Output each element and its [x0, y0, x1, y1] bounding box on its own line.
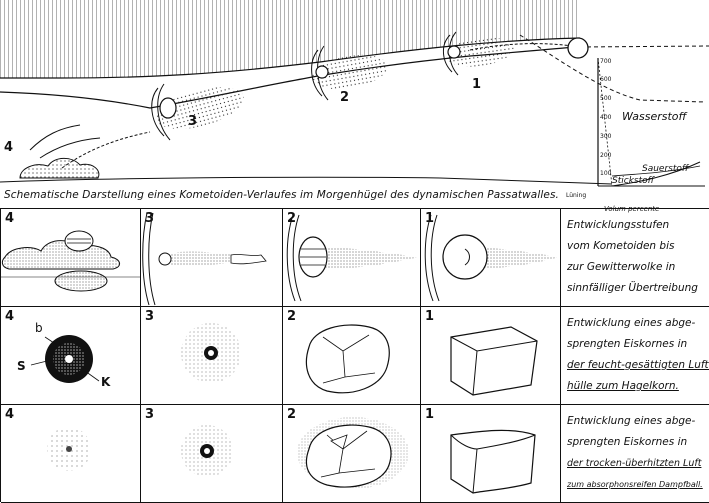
- figure-caption: Schematische Darstellung eines Kometoide…: [4, 189, 559, 201]
- row3-cell-3: 3: [141, 405, 283, 503]
- comet-trajectory-panel: 1 2 3 4 700 600 500 400 300 200 100 Wass…: [0, 0, 709, 188]
- row2-desc-line-2: sprengten Eiskornes in: [567, 338, 688, 350]
- row2-number-4: 4: [5, 309, 15, 324]
- nitrogen-label: Stickstoff: [612, 176, 655, 186]
- row1-desc-line-1: Entwicklungsstufen: [567, 219, 670, 231]
- axis-label: Volum percente: [604, 205, 660, 213]
- comet-stage-3-drawing: [142, 212, 271, 306]
- row2-desc-line-4: hülle zum Hagelkorn.: [567, 380, 679, 392]
- vapor-stage-4-drawing: [47, 427, 91, 471]
- row1-description-cell: Entwicklungsstufen vom Kometoiden bis zu…: [561, 209, 709, 307]
- row1-cell-2: 2: [283, 209, 421, 307]
- row2-description: Entwicklung eines abge- sprengten Eiskor…: [561, 307, 709, 397]
- vapor-stage-3-drawing: [181, 425, 233, 477]
- row2-cell-1: 1: [421, 307, 561, 405]
- upper-hatched-region: [0, 0, 580, 78]
- axis-tick-700: 700: [600, 58, 612, 65]
- row2-number-2: 2: [287, 309, 297, 324]
- comet-stage-2-drawing: [286, 214, 419, 302]
- hail-stage-2-drawing: [305, 324, 390, 394]
- row1-number-3: 3: [145, 211, 155, 226]
- comet-stage-2: [311, 45, 388, 101]
- row2-desc-line-3: der feucht-gesättigten Luft-: [567, 359, 709, 371]
- row3-desc-line-1: Entwicklung eines abge-: [567, 415, 696, 427]
- row1-cell-1: 1: [421, 209, 561, 307]
- row3-desc-line-4: zum absorphonsreifen Dampfball.: [567, 480, 703, 489]
- row3-number-1: 1: [425, 407, 435, 422]
- row1-desc-line-2: vom Kometoiden bis: [567, 240, 675, 252]
- row1-desc-line-3: zur Gewitterwolke in: [567, 261, 676, 273]
- hail-stage-1-drawing: [450, 326, 538, 396]
- row2-cell-4: 4 b S K: [1, 307, 141, 405]
- stage-label-3: 3: [188, 114, 198, 129]
- row1-description: Entwicklungsstufen vom Kometoiden bis zu…: [561, 209, 709, 299]
- comet-stage-3: [151, 83, 244, 141]
- row2-cell-3: 3: [141, 307, 283, 405]
- axis-tick-400: 400: [600, 114, 612, 121]
- row1-number-4: 4: [5, 211, 15, 226]
- row1-desc-line-4: sinnfälliger Übertreibung: [567, 282, 698, 294]
- sun-circle: [567, 37, 589, 59]
- row1-cell-3: 3: [141, 209, 283, 307]
- comet-stage-1-drawing: [424, 214, 559, 302]
- row2-cell-2: 2: [283, 307, 421, 405]
- vapor-stage-2-drawing: [297, 417, 409, 489]
- stage-grid: 4 3 2 1: [0, 208, 709, 503]
- stage-label-2: 2: [340, 90, 350, 105]
- hail-stage-3-drawing: [181, 323, 241, 383]
- row3-desc-line-2: sprengten Eiskornes in: [567, 436, 688, 448]
- label-s: S: [17, 359, 26, 373]
- axis-tick-200: 200: [600, 152, 612, 159]
- row3-description: Entwicklung eines abge- sprengten Eiskor…: [561, 405, 709, 495]
- comet-stage-1: [443, 31, 514, 76]
- row3-cell-4: 4: [1, 405, 141, 503]
- row3-number-4: 4: [5, 407, 15, 422]
- axis-tick-100: 100: [600, 170, 612, 177]
- row3-desc-line-3: der trocken-überhitzten Luft: [567, 458, 702, 469]
- caption-author: Lüning: [566, 192, 587, 199]
- row2-description-cell: Entwicklung eines abge- sprengten Eiskor…: [561, 307, 709, 405]
- oxygen-label: Sauerstoff: [642, 164, 689, 174]
- hydrogen-label: Wasserstoff: [622, 110, 687, 123]
- stage-label-4: 4: [4, 140, 14, 155]
- axis-tick-600: 600: [600, 76, 612, 83]
- vapor-stage-1-drawing: [450, 429, 536, 494]
- row3-cell-1: 1: [421, 405, 561, 503]
- axis-tick-500: 500: [600, 95, 612, 102]
- label-k: K: [101, 375, 111, 389]
- hail-stage-4-drawing: [30, 335, 100, 383]
- row2-number-1: 1: [425, 309, 435, 324]
- row3-description-cell: Entwicklung eines abge- sprengten Eiskor…: [561, 405, 709, 503]
- comet-trajectory-drawing: [0, 0, 709, 187]
- storm-cloud-drawing: [1, 230, 140, 292]
- storm-cloud-stage-4: [0, 124, 613, 185]
- row1-cell-4: 4: [1, 209, 141, 307]
- row3-number-3: 3: [145, 407, 155, 422]
- label-b: b: [35, 321, 43, 335]
- row2-number-3: 3: [145, 309, 155, 324]
- axis-tick-300: 300: [600, 133, 612, 140]
- row2-desc-line-1: Entwicklung eines abge-: [567, 317, 696, 329]
- row3-cell-2: 2: [283, 405, 421, 503]
- stage-label-1: 1: [472, 77, 482, 92]
- row3-number-2: 2: [287, 407, 297, 422]
